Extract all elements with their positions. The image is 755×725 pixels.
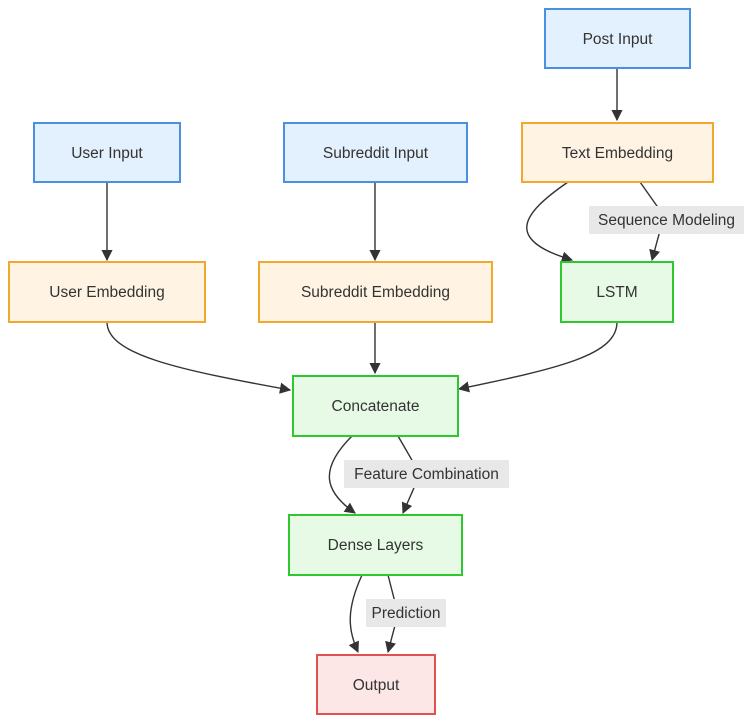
edge-text-embedding-to-lstm-left — [526, 181, 574, 263]
edge-label-prediction: Prediction — [366, 599, 446, 627]
node-dense-layers: Dense Layers — [288, 514, 463, 576]
edge-label-sequence-modeling-text: Sequence Modeling — [598, 212, 735, 229]
node-dense-layers-label: Dense Layers — [328, 537, 424, 554]
node-concatenate: Concatenate — [292, 375, 459, 437]
node-user-input-label: User Input — [71, 145, 143, 162]
node-user-input: User Input — [33, 122, 181, 183]
node-user-embedding: User Embedding — [8, 261, 206, 323]
edge-concatenate-to-dense-left — [328, 435, 356, 514]
node-lstm: LSTM — [560, 261, 674, 323]
node-output: Output — [316, 654, 436, 715]
edge-lstm-to-concatenate — [457, 321, 618, 393]
node-subreddit-embedding: Subreddit Embedding — [258, 261, 493, 323]
node-output-label: Output — [353, 677, 400, 694]
node-post-input-label: Post Input — [583, 31, 653, 48]
node-user-embedding-label: User Embedding — [49, 284, 164, 301]
node-subreddit-embedding-label: Subreddit Embedding — [301, 284, 450, 301]
node-text-embedding-label: Text Embedding — [562, 145, 673, 162]
node-subreddit-input-label: Subreddit Input — [323, 145, 429, 162]
edge-label-sequence-modeling: Sequence Modeling — [589, 206, 744, 234]
edge-label-feature-combination: Feature Combination — [344, 460, 509, 488]
node-post-input: Post Input — [544, 8, 691, 69]
edge-label-feature-combination-text: Feature Combination — [354, 466, 499, 483]
edge-label-prediction-text: Prediction — [372, 605, 441, 622]
edge-dense-to-output-left — [348, 574, 363, 654]
node-subreddit-input: Subreddit Input — [283, 122, 468, 183]
edge-user-embedding-to-concatenate — [106, 321, 292, 394]
node-concatenate-label: Concatenate — [332, 398, 420, 415]
node-text-embedding: Text Embedding — [521, 122, 714, 183]
node-lstm-label: LSTM — [596, 284, 637, 301]
